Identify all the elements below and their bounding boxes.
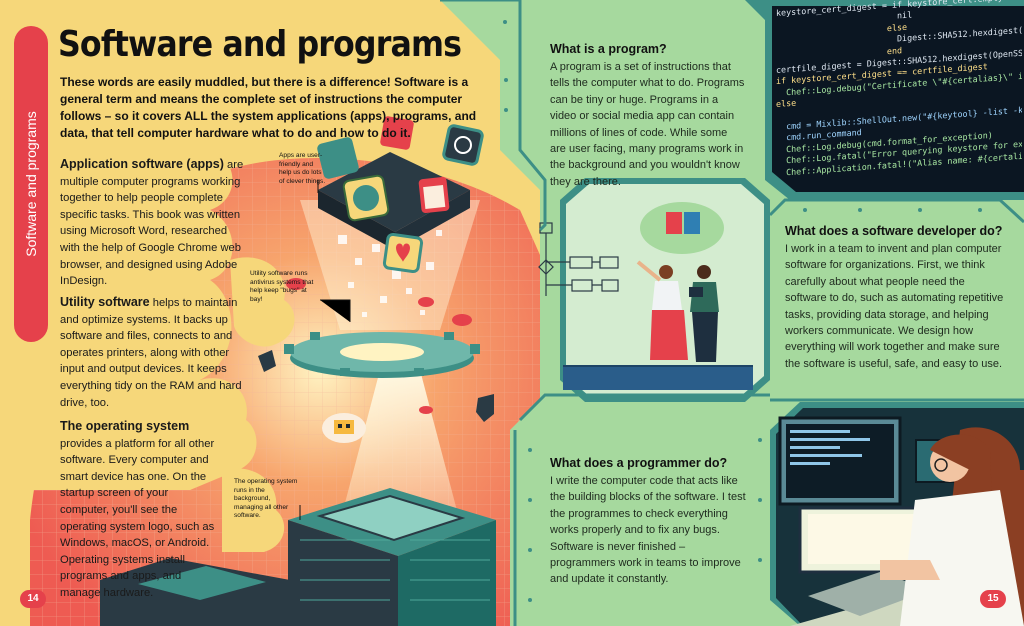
developer-text: I work in a team to invent and plan comp… bbox=[785, 243, 1004, 370]
intro-paragraph: These words are easily muddled, but ther… bbox=[60, 75, 477, 140]
developer-heading: What does a software developer do? bbox=[785, 224, 1003, 238]
apps-text: are multiple computer programs working t… bbox=[60, 159, 244, 288]
page-title: Software and programs bbox=[58, 24, 462, 65]
utility-text: helps to maintain and optimize systems. … bbox=[60, 297, 242, 409]
utility-heading: Utility software bbox=[60, 295, 150, 309]
os-section: The operating system provides a platform… bbox=[60, 418, 220, 602]
programmer-text: I write the computer code that acts like… bbox=[550, 475, 746, 586]
utility-callout: Utility software runs antivirus systems … bbox=[250, 270, 314, 303]
apps-heading: Application software (apps) bbox=[60, 157, 224, 171]
program-heading: What is a program? bbox=[550, 42, 667, 56]
program-section: What is a program? A program is a set of… bbox=[550, 42, 746, 190]
code-window: keystore_cert_digest = if keystore_cert.… bbox=[776, 0, 1022, 190]
programmer-heading: What does a programmer do? bbox=[550, 456, 728, 470]
side-tab-label: Software and programs bbox=[23, 111, 39, 257]
developer-section: What does a software developer do? I wor… bbox=[785, 224, 1005, 372]
page-number-right: 15 bbox=[980, 590, 1006, 608]
os-heading: The operating system bbox=[60, 419, 190, 433]
code-lines: keystore_cert_digest = if keystore_cert.… bbox=[776, 0, 1022, 190]
program-text: A program is a set of instructions that … bbox=[550, 61, 745, 188]
os-text: provides a platform for all other softwa… bbox=[60, 437, 215, 599]
apps-section: Application software (apps) are multiple… bbox=[60, 156, 250, 290]
programmer-section: What does a programmer do? I write the c… bbox=[550, 456, 750, 588]
page-number-left: 14 bbox=[20, 590, 46, 608]
os-callout: The operating system runs in the backgro… bbox=[234, 478, 298, 520]
chapter-side-tab: Software and programs bbox=[14, 26, 48, 342]
utility-section: Utility software helps to maintain and o… bbox=[60, 294, 250, 411]
apps-callout: Apps are user-friendly and help us do lo… bbox=[279, 152, 326, 185]
